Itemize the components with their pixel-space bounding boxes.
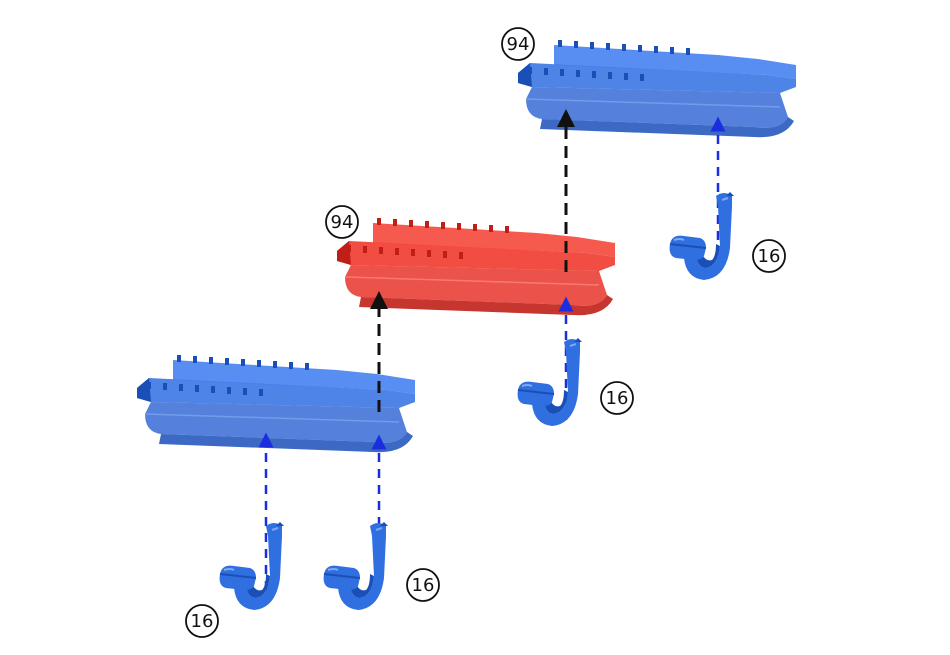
svg-text:16: 16 bbox=[758, 246, 781, 267]
svg-text:16: 16 bbox=[191, 611, 214, 632]
clip-icon bbox=[670, 192, 734, 280]
callout-clip-top-right: 16 bbox=[753, 240, 785, 272]
callout-clip-bottom-left: 16 bbox=[186, 605, 218, 637]
clip-icon bbox=[518, 338, 582, 426]
clip-icon bbox=[324, 522, 388, 610]
rail-middle-highlighted bbox=[337, 218, 615, 315]
callout-clip-middle: 16 bbox=[601, 382, 633, 414]
rail-bottom bbox=[137, 355, 415, 452]
svg-text:94: 94 bbox=[507, 34, 530, 55]
svg-text:16: 16 bbox=[412, 575, 435, 596]
svg-text:94: 94 bbox=[331, 212, 354, 233]
svg-text:16: 16 bbox=[606, 388, 629, 409]
callout-rail-middle: 94 bbox=[326, 206, 358, 238]
rail-top bbox=[518, 40, 796, 137]
callout-rail-top: 94 bbox=[502, 28, 534, 60]
clip-icon bbox=[220, 522, 284, 610]
callout-clip-bottom-center: 16 bbox=[407, 569, 439, 601]
